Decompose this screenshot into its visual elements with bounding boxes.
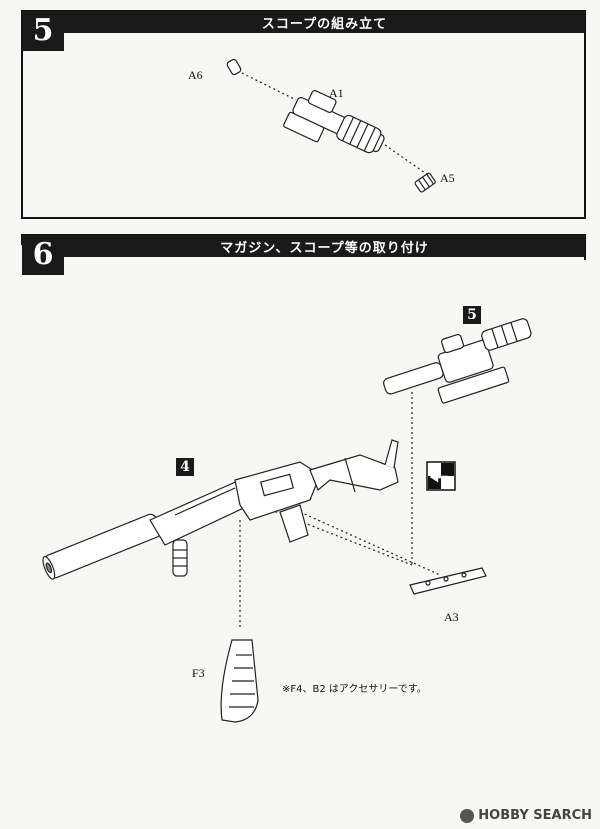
part-a5 <box>414 172 436 193</box>
rifle-body <box>42 439 399 580</box>
direction-arrow-icon <box>426 461 456 491</box>
watermark-brand: HOBBY SEARCH <box>478 808 592 823</box>
label-a5: A5 <box>440 171 455 185</box>
watermark: HOBBY SEARCH <box>460 808 592 823</box>
ref-step-4: 4 <box>176 458 194 476</box>
step-number-5: 5 <box>22 11 64 51</box>
step-title-5: スコープの組み立て <box>64 11 585 33</box>
label-a6: A6 <box>188 68 203 82</box>
step-title-6: マガジン、スコープ等の取り付け <box>64 235 585 257</box>
ref-step-5: 5 <box>463 306 481 324</box>
part-f3-magazine <box>220 639 259 723</box>
step-number-6: 6 <box>22 235 64 275</box>
hobby-search-logo-icon <box>460 808 475 823</box>
scope-assembly-a1 <box>226 58 436 193</box>
part-a6 <box>226 58 242 76</box>
scope-subassembly <box>383 318 532 404</box>
accessory-note: ※F4、B2 はアクセサリーです。 <box>282 684 427 695</box>
label-f3: F3 <box>192 666 205 680</box>
foregrip <box>172 539 188 577</box>
part-a3-rail <box>409 567 487 595</box>
label-a1: A1 <box>329 86 344 100</box>
label-a3: A3 <box>444 610 459 624</box>
